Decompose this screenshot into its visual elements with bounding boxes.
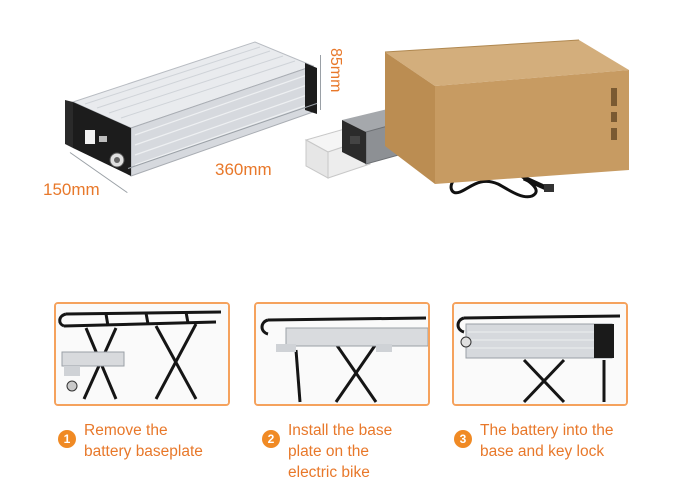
rack-baseplate-removed-image xyxy=(56,304,228,404)
step-1-photo xyxy=(54,302,230,406)
height-dimension-line xyxy=(320,55,321,110)
step-3-photo xyxy=(452,302,628,406)
rack-baseplate-installed-image xyxy=(256,304,428,404)
product-section: 360mm 150mm 85mm xyxy=(43,39,629,199)
step-2-photo xyxy=(254,302,430,406)
step-1: 1 Remove the battery baseplate xyxy=(58,420,203,462)
width-label: 150mm xyxy=(43,180,100,199)
length-label: 360mm xyxy=(215,160,272,179)
battery-mounted-image xyxy=(454,304,626,404)
step-3-text: The battery into the base and key lock xyxy=(480,422,614,460)
step-2: 2 Install the base plate on the electric… xyxy=(262,420,392,483)
step-1-text: Remove the battery baseplate xyxy=(84,422,203,460)
box-image xyxy=(384,39,629,184)
height-label: 85mm xyxy=(327,48,344,93)
step-3-number: 3 xyxy=(454,430,472,448)
step-2-text: Install the base plate on the electric b… xyxy=(288,422,393,481)
battery-image xyxy=(65,41,317,177)
step-2-number: 2 xyxy=(262,430,280,448)
step-1-number: 1 xyxy=(58,430,76,448)
step-3: 3 The battery into the base and key lock xyxy=(454,420,614,462)
